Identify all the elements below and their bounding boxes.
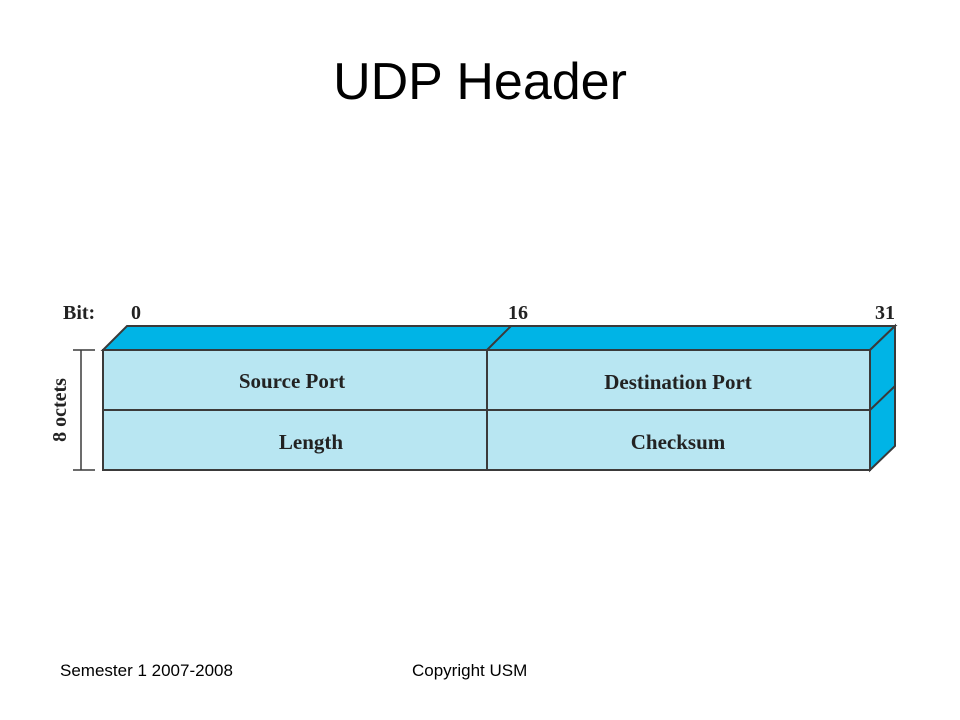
footer-semester: Semester 1 2007-2008 [60,661,233,680]
slide-title: UDP Header [333,53,627,111]
field-length: Length [279,430,344,454]
field-destination-port: Destination Port [604,370,752,394]
bit-marker-0: 0 [131,302,141,324]
bit-marker-31: 31 [875,302,895,324]
size-label: 8 octets [49,378,71,442]
bit-label: Bit: [63,302,95,324]
bit-marker-16: 16 [508,302,528,324]
footer-copyright: Copyright USM [412,661,528,680]
field-checksum: Checksum [631,430,726,454]
field-source-port: Source Port [239,369,345,393]
top-face-divider [486,325,512,351]
side-face-divider [869,385,896,411]
header-box [100,323,898,473]
octet-dimension [73,349,95,471]
